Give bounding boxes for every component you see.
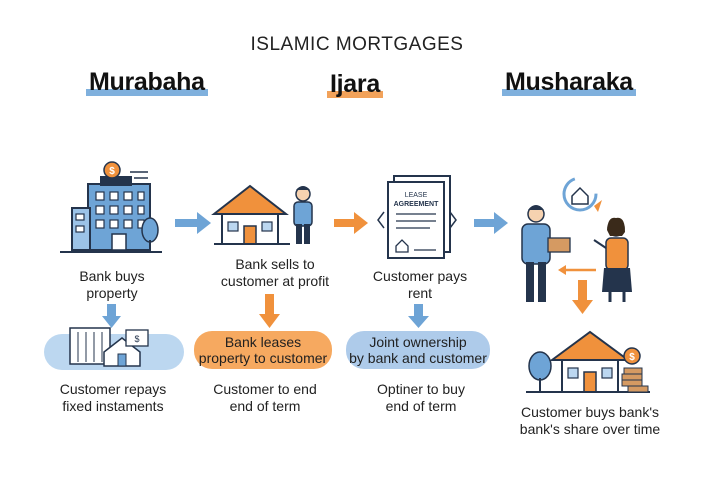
lease-label-2: AGREEMENT — [394, 201, 439, 208]
people-exchange-icon — [521, 176, 632, 302]
caption-customer-end: Customer to end end of term — [213, 381, 317, 414]
arrow-down-icon — [259, 294, 280, 328]
svg-text:$: $ — [134, 334, 139, 344]
arrow-right-icon — [334, 212, 368, 234]
pill-joint-ownership: Joint ownership by bank and customer — [346, 331, 490, 369]
coin-stack-icon: $ — [621, 347, 649, 393]
heading-ijara: Ijara — [327, 70, 383, 99]
caption-customer-repays: Customer repays fixed instaments — [59, 381, 167, 414]
caption-option-buy: Optiner to buy end of term — [377, 381, 465, 414]
pill-bank-leases: Bank leases property to customer — [194, 331, 332, 369]
caption-bank-sells: Bank sells to customer at profit — [220, 256, 330, 289]
lease-document-icon: LEASE AGREEMENT — [377, 175, 457, 259]
caption-buys-share: Customer buys bank's bank's share over t… — [519, 404, 661, 437]
heading-musharaka: Musharaka — [502, 68, 636, 97]
svg-text:$: $ — [109, 166, 115, 177]
arrow-down-icon — [408, 304, 429, 328]
lease-label-1: LEASE — [405, 192, 428, 199]
arrow-right-icon — [175, 212, 211, 234]
bank-building-icon: $ — [60, 161, 162, 253]
murabaha-pill: $ — [44, 327, 184, 370]
heading-murabaha: Murabaha — [86, 68, 208, 97]
caption-customer-pays: Customer pays rent — [372, 268, 468, 301]
caption-bank-buys: Bank buys property — [79, 268, 145, 301]
arrow-down-icon — [102, 304, 121, 328]
arrow-down-icon — [572, 280, 593, 314]
person-icon — [293, 186, 313, 244]
arrow-right-icon — [474, 212, 508, 234]
page-title: ISLAMIC MORTGAGES — [250, 34, 464, 55]
house-icon — [526, 330, 650, 393]
house-icon — [211, 184, 290, 245]
svg-text:$: $ — [629, 352, 635, 363]
